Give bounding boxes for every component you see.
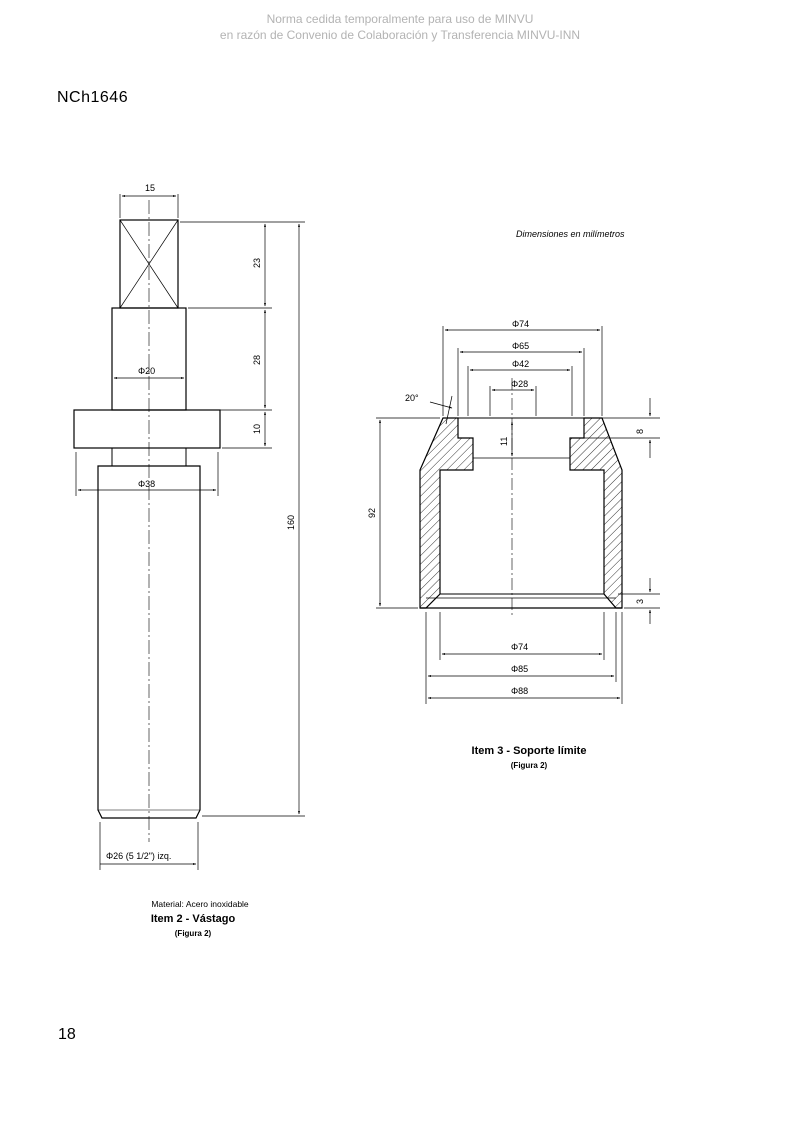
watermark-line-2: en razón de Convenio de Colaboración y T… <box>219 28 581 42</box>
watermark-line-1: Norma cedida temporalmente para uso de M… <box>266 12 534 26</box>
item2-dim-collar-height: 10 <box>252 424 262 434</box>
item3-dim-d65: Φ65 <box>512 341 529 351</box>
item2-figure-ref: (Figura 2) <box>175 929 212 938</box>
dimensions-note: Dimensiones en milímetros <box>516 229 625 239</box>
item3-dim-angle: 20° <box>405 393 419 403</box>
item2-collar <box>73 409 221 449</box>
item3-dimensions <box>376 326 660 704</box>
item3-dimension-labels: Φ74 Φ65 Φ42 Φ28 20° 8 11 92 3 Φ74 Φ85 Φ8… <box>367 319 645 696</box>
item2-dim-thread: Φ26 (5 1/2") izq. <box>106 851 171 861</box>
item2-material: Material: Acero inoxidable <box>151 899 249 909</box>
item3-dim-d28: Φ28 <box>511 379 528 389</box>
item3-dim-height: 92 <box>367 508 377 518</box>
item3-right-wall <box>569 417 623 609</box>
item3-dim-inner-step: 11 <box>499 437 509 446</box>
item2-dimension-labels: 15 23 28 10 160 Φ20 Φ38 Φ26 (5 1/2") izq… <box>106 183 296 861</box>
watermark: Norma cedida temporalmente para uso de M… <box>0 11 800 43</box>
item3-dim-d85: Φ85 <box>511 664 528 674</box>
item2-dim-top-width: 15 <box>145 183 155 193</box>
item2-dim-shaft-height: 28 <box>252 355 262 365</box>
item3-dim-bottom-height: 3 <box>635 599 645 604</box>
item2-dim-total-length: 160 <box>286 515 296 530</box>
item2-dim-shaft-diameter: Φ20 <box>138 366 155 376</box>
item3-dim-d88: Φ88 <box>511 686 528 696</box>
item3-dim-d74-bottom: Φ74 <box>511 642 528 652</box>
item3-soporte-drawing <box>419 378 623 618</box>
standard-code: NCh1646 <box>57 89 129 106</box>
item2-dimensions <box>75 194 305 870</box>
item3-dim-top-height: 8 <box>635 429 645 434</box>
page-number: 18 <box>58 1026 76 1043</box>
item3-title: Item 3 - Soporte límite <box>472 745 587 757</box>
item2-dim-collar-diameter: Φ38 <box>138 479 155 489</box>
item3-figure-ref: (Figura 2) <box>511 761 548 770</box>
item3-dim-d42: Φ42 <box>512 359 529 369</box>
item2-caption: Material: Acero inoxidable Item 2 - Vást… <box>151 899 249 938</box>
item3-left-wall <box>419 417 474 609</box>
item2-title: Item 2 - Vástago <box>151 913 236 925</box>
item3-caption: Item 3 - Soporte límite (Figura 2) <box>472 745 587 770</box>
item3-dim-d74-top: Φ74 <box>512 319 529 329</box>
item2-vastago-drawing <box>73 200 221 842</box>
item2-dim-square-height: 23 <box>252 258 262 268</box>
